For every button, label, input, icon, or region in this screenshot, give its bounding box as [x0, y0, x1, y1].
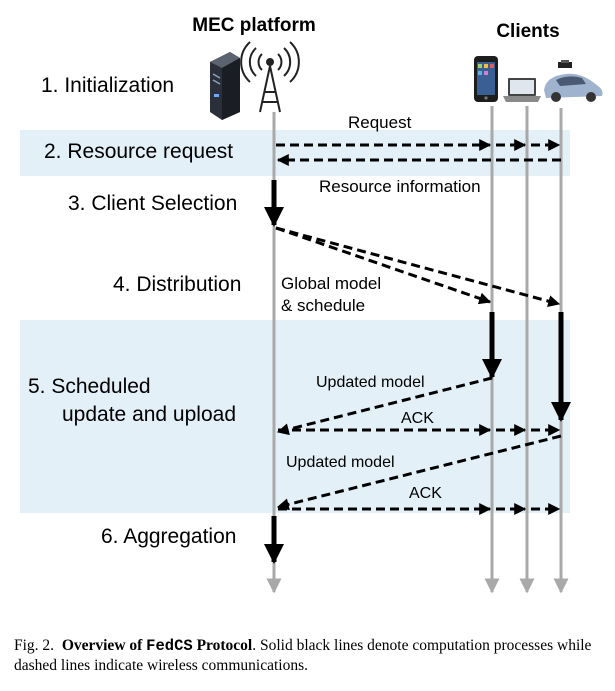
upload-arrow-phone [276, 376, 493, 436]
upload-arrow-car [276, 434, 562, 511]
smartphone-icon [474, 56, 498, 102]
caption-body: . Solid black lines denote computation p… [14, 637, 592, 674]
server-icon [210, 52, 240, 120]
step-aggregation: 6. Aggregation [101, 525, 236, 548]
caption-fig-number: Fig. 2. [14, 637, 55, 654]
car-icon [544, 60, 603, 102]
distribution-arrow-car [275, 226, 561, 307]
antenna-icon [240, 41, 300, 113]
label-ack-1: ACK [401, 410, 434, 427]
scheduled-update-band [20, 320, 570, 513]
laptop-icon [503, 78, 541, 102]
label-global-model: Global model [281, 274, 381, 293]
caption-title-pre: Overview of [61, 637, 147, 654]
step-resource-request: 2. Resource request [44, 140, 233, 163]
figure-caption: Fig. 2. Overview of FedCS Protocol. Soli… [14, 636, 604, 676]
label-ack-2: ACK [409, 485, 442, 502]
resource-request-band [20, 130, 570, 176]
step-scheduled: 5. Scheduled [28, 375, 151, 398]
caption-title-post: Protocol [192, 637, 253, 654]
label-updated-model-2: Updated model [286, 454, 395, 471]
label-updated-model-1: Updated model [316, 374, 425, 391]
clients-header: Clients [496, 21, 559, 42]
label-schedule: & schedule [281, 296, 365, 315]
step-initialization: 1. Initialization [41, 74, 174, 97]
step-update-and-upload: update and upload [62, 403, 236, 426]
label-resource-information: Resource information [319, 177, 481, 196]
mec-platform-header: MEC platform [192, 15, 316, 36]
caption-title-code: FedCS [146, 637, 193, 655]
computation-arrows [264, 180, 571, 564]
label-request: Request [348, 113, 412, 132]
communication-arrows [275, 139, 562, 515]
step-client-selection: 3. Client Selection [68, 192, 237, 215]
step-distribution: 4. Distribution [113, 273, 241, 296]
distribution-arrow-phone [275, 226, 492, 305]
